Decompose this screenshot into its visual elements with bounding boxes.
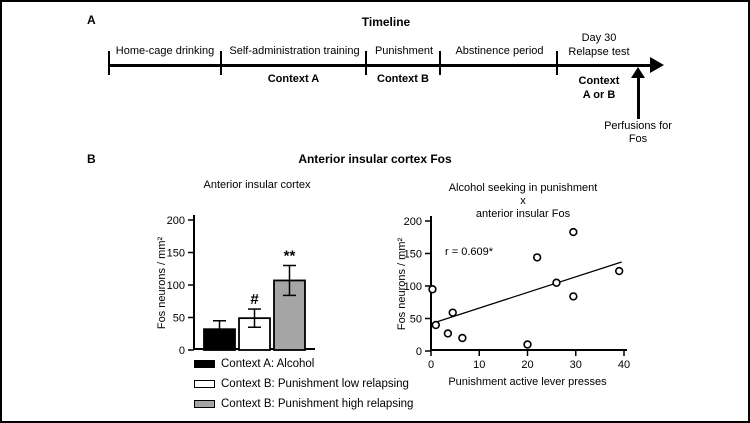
svg-text:**: ** xyxy=(284,248,296,265)
timeline-tick xyxy=(439,51,441,75)
scatter-title-line3: anterior insular Fos xyxy=(475,208,571,220)
svg-text:40: 40 xyxy=(618,359,630,371)
perfusions-line1: Perfusions for xyxy=(604,120,672,132)
svg-text:Fos neurons / mm²: Fos neurons / mm² xyxy=(397,238,408,331)
scatter-title: Alcohol seeking in punishment x anterior… xyxy=(423,182,623,221)
phase-label-punishment: Punishment xyxy=(374,45,434,57)
legend-swatch-white xyxy=(194,380,215,388)
timeline-tick xyxy=(365,51,367,75)
relapse-line2: Relapse test xyxy=(568,45,630,58)
scatter-title-line2: x xyxy=(520,195,526,207)
svg-text:50: 50 xyxy=(410,314,422,326)
perfusions-label: Perfusions for Fos xyxy=(588,120,688,146)
svg-text:150: 150 xyxy=(167,248,185,260)
arrow-up-icon xyxy=(631,67,645,78)
legend-label: Context B: Punishment high relapsing xyxy=(221,398,414,410)
svg-text:50: 50 xyxy=(173,313,185,325)
svg-text:r = 0.609*: r = 0.609* xyxy=(445,246,494,258)
svg-text:Fos neurons / mm²: Fos neurons / mm² xyxy=(156,237,168,330)
timeline-title: Timeline xyxy=(361,15,411,29)
svg-text:0: 0 xyxy=(416,346,422,358)
scatter-title-line1: Alcohol seeking in punishment xyxy=(448,182,598,194)
perfusions-line2: Fos xyxy=(628,133,648,145)
context-ab-line1: Context xyxy=(578,75,620,87)
context-a-label: Context A xyxy=(267,73,320,85)
svg-text:#: # xyxy=(250,291,259,308)
context-a-or-b-label: Context A or B xyxy=(549,75,649,102)
context-ab-line2: A or B xyxy=(582,88,616,101)
legend: Context A: Alcohol Context B: Punishment… xyxy=(194,354,413,414)
perfusion-arrow-shaft xyxy=(637,78,640,119)
svg-text:20: 20 xyxy=(521,359,533,371)
svg-text:150: 150 xyxy=(404,249,422,261)
timeline-tick xyxy=(556,51,558,75)
phase-label-home-cage: Home-cage drinking xyxy=(115,45,215,57)
legend-swatch-black xyxy=(194,360,215,368)
svg-text:100: 100 xyxy=(404,281,422,293)
panel-b-label: B xyxy=(87,152,96,166)
timeline-tick xyxy=(108,51,110,75)
context-b-label: Context B xyxy=(377,73,429,85)
svg-text:Punishment active lever presse: Punishment active lever presses xyxy=(448,376,607,388)
legend-item: Context B: Punishment high relapsing xyxy=(194,394,413,414)
bar-chart-title: Anterior insular cortex xyxy=(203,179,311,191)
svg-text:0: 0 xyxy=(428,359,434,371)
legend-item: Context A: Alcohol xyxy=(194,354,413,374)
legend-label: Context A: Alcohol xyxy=(221,358,315,370)
phase-label-self-administration: Self-administration training xyxy=(229,45,360,57)
legend-item: Context B: Punishment low relapsing xyxy=(194,374,413,394)
svg-text:200: 200 xyxy=(404,216,422,228)
svg-text:200: 200 xyxy=(167,215,185,227)
panel-b-title: Anterior insular cortex Fos xyxy=(298,152,452,166)
legend-label: Context B: Punishment low relapsing xyxy=(221,378,409,390)
timeline-tick xyxy=(220,51,222,75)
svg-text:30: 30 xyxy=(570,359,582,371)
relapse-line1: Day 30 xyxy=(581,32,617,44)
timeline-line xyxy=(109,64,652,67)
panel-a-label: A xyxy=(87,13,96,27)
scatter-plot: 0 50 100 150 200 0 10 20 30 40 Fos neurons / mm² Pu… xyxy=(397,216,630,388)
phase-label-relapse-test: Day 30 Relapse test xyxy=(549,32,649,59)
phase-label-abstinence: Abstinence period xyxy=(455,45,544,57)
svg-text:0: 0 xyxy=(179,345,185,357)
arrow-right-icon xyxy=(650,57,664,73)
legend-swatch-gray xyxy=(194,400,215,408)
svg-text:10: 10 xyxy=(473,359,485,371)
svg-text:100: 100 xyxy=(167,280,185,292)
